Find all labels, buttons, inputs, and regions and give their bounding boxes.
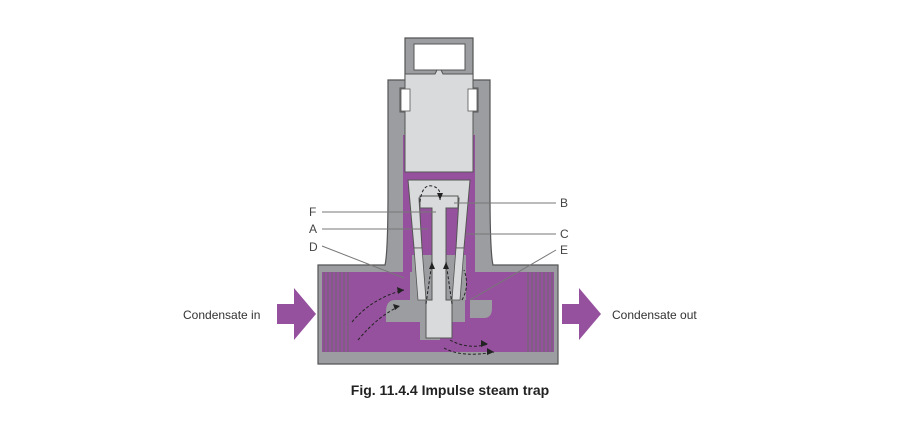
bottom-channel (396, 300, 470, 352)
cap-nut (413, 43, 466, 71)
cap-body (399, 69, 479, 173)
condensate-in-label: Condensate in (183, 308, 260, 322)
label-e: E (560, 243, 568, 257)
valve-seat-right (451, 247, 465, 301)
inlet-arrow (277, 288, 316, 340)
figure-caption: Fig. 11.4.4 Impulse steam trap (350, 382, 550, 398)
label-c: C (560, 227, 569, 241)
label-f: F (309, 205, 316, 219)
flow-arrowheads (393, 193, 494, 355)
label-b: B (560, 196, 568, 210)
condensate-out-label: Condensate out (612, 308, 697, 322)
cap-recess-right (467, 88, 478, 112)
outlet-arrow (562, 288, 601, 340)
valve-seat (413, 247, 427, 301)
cap-recess-left (400, 88, 411, 112)
valve-disc-and-stem (419, 195, 459, 339)
label-a: A (309, 222, 317, 236)
inlet-thread (323, 272, 349, 352)
outlet-thread (527, 272, 553, 352)
label-d: D (309, 240, 318, 254)
leader-lines (321, 202, 557, 301)
